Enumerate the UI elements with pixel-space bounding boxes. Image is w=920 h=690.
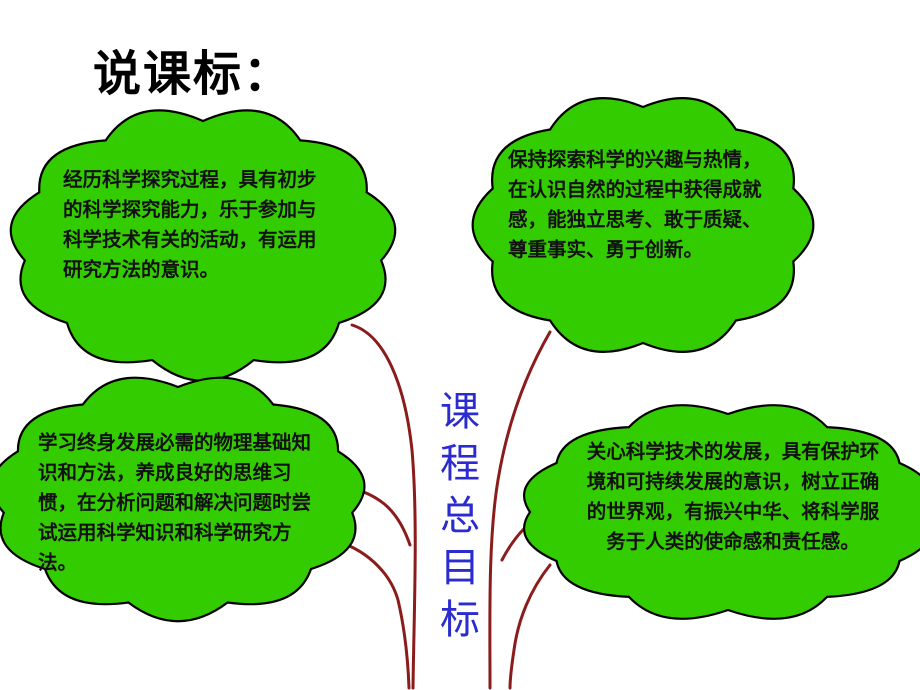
clouds [0,97,920,623]
center-goal-char-4: 目 [440,545,480,591]
branch-low-right [508,563,552,690]
page-title: 说课标： [93,46,294,102]
cloud-text-bottom-left: 学习终身发展必需的物理基础知识和方法，养成良好的思维习惯，在分析问题和解决问题时… [38,431,312,574]
cloud-top-right [471,97,815,353]
center-goal-char-5: 标 [440,597,480,643]
cloud-text-bottom-right: 关心科学技术的发展，具有保护环境和可持续发展的意识，树立正确的世界观，有振兴中华… [586,440,880,553]
cloud-bottom-left [0,376,366,623]
branch-top-right [488,330,552,690]
center-goal-char-3: 总 [440,493,480,539]
cloud-text-top-right: 保持探索科学的兴趣与热情，在认识自然的过程中获得成就感，能独立思考、敢于质疑、尊… [508,148,762,261]
branch-top-left [350,323,417,690]
cloud-bottom-right [523,404,920,620]
branch-low-left [330,538,411,690]
center-goal-char-1: 课 [440,389,480,435]
cloud-text-top-left: 经历科学探究过程，具有初步的科学探究能力，乐于参加与科学技术有关的活动，有运用研… [63,168,317,281]
center-goal-char-2: 程 [440,441,480,487]
